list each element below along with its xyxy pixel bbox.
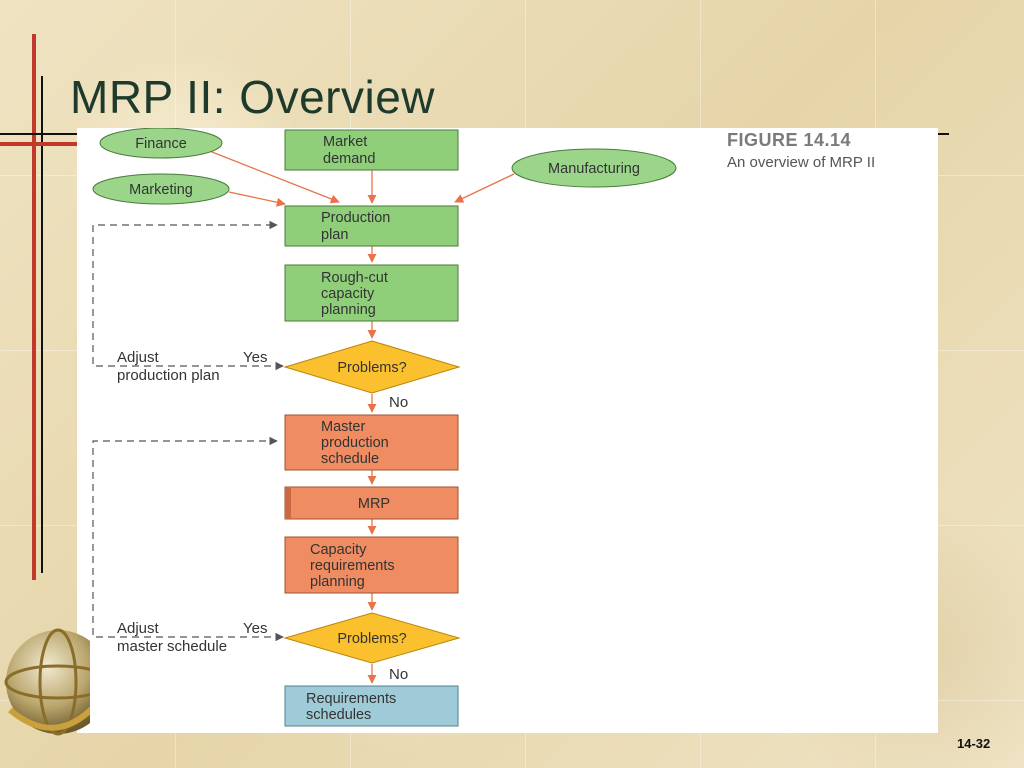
step-capacity-requirements-planning: Capacity requirements planning — [284, 536, 459, 594]
input-manufacturing: Manufacturing — [511, 148, 677, 188]
step-rough-cut-capacity-planning: Rough-cut capacity planning — [284, 264, 459, 322]
mrp-ii-flowchart: Finance Marketing Manufacturing Market d… — [92, 128, 677, 727]
step-requirements-label: Requirements schedules — [306, 691, 400, 723]
decorative-red-rule-vertical — [32, 34, 36, 580]
figure-subtitle: An overview of MRP II — [727, 154, 876, 171]
step-market-demand-label: Market demand — [323, 134, 375, 167]
label-yes-1: Yes — [243, 349, 267, 366]
input-manufacturing-label: Manufacturing — [548, 161, 640, 177]
step-crp-label: Capacity requirements planning — [310, 542, 399, 590]
label-no-1: No — [389, 394, 408, 411]
figure-panel: FIGURE 14.14 An overview of MRP II — [77, 128, 938, 733]
decorative-black-rule-right — [937, 133, 949, 135]
step-market-demand: Market demand — [284, 129, 459, 171]
arrow-manufacturing-to-production — [454, 173, 515, 203]
label-adjust-master-schedule: Adjust master schedule — [117, 620, 227, 655]
step-mrp-label: MRP — [358, 496, 390, 512]
input-marketing-label: Marketing — [129, 182, 193, 198]
flow-connectors — [92, 149, 515, 684]
decorative-black-rule-vertical — [41, 76, 43, 573]
feedback-adjust-production-plan — [92, 220, 284, 371]
decorative-black-rule-horizontal — [0, 133, 80, 135]
arrow-marketing-to-production — [228, 191, 286, 207]
input-marketing: Marketing — [92, 173, 230, 205]
figure-caption: FIGURE 14.14 An overview of MRP II — [727, 130, 875, 171]
input-finance: Finance — [99, 128, 223, 159]
slide-number: 14-32 — [957, 736, 991, 751]
decision-problems-2-label: Problems? — [337, 631, 406, 647]
arrow-finance-to-production — [206, 149, 340, 204]
decision-problems-1: Problems? — [283, 340, 461, 394]
figure-number: FIGURE 14.14 — [727, 130, 852, 150]
step-rough-cut-label: Rough-cut capacity planning — [321, 270, 392, 318]
label-yes-2: Yes — [243, 620, 267, 637]
feedback-adjust-master-schedule — [92, 436, 284, 642]
step-master-production-schedule: Master production schedule — [284, 414, 459, 471]
step-mrp: MRP — [284, 486, 459, 520]
decision-problems-1-label: Problems? — [337, 360, 406, 376]
input-finance-label: Finance — [135, 136, 187, 152]
step-requirements-schedules: Requirements schedules — [284, 685, 459, 727]
label-no-2: No — [389, 666, 408, 683]
decision-problems-2: Problems? — [283, 612, 461, 664]
globe-icon — [4, 628, 90, 736]
slide-title: MRP II: Overview — [70, 71, 435, 123]
step-mps-label: Master production schedule — [321, 419, 393, 467]
step-production-plan-label: Production plan — [321, 210, 394, 243]
decorative-red-rule-horizontal — [0, 142, 80, 146]
label-adjust-production-plan: Adjust production plan — [117, 349, 220, 384]
step-production-plan: Production plan — [284, 205, 459, 247]
